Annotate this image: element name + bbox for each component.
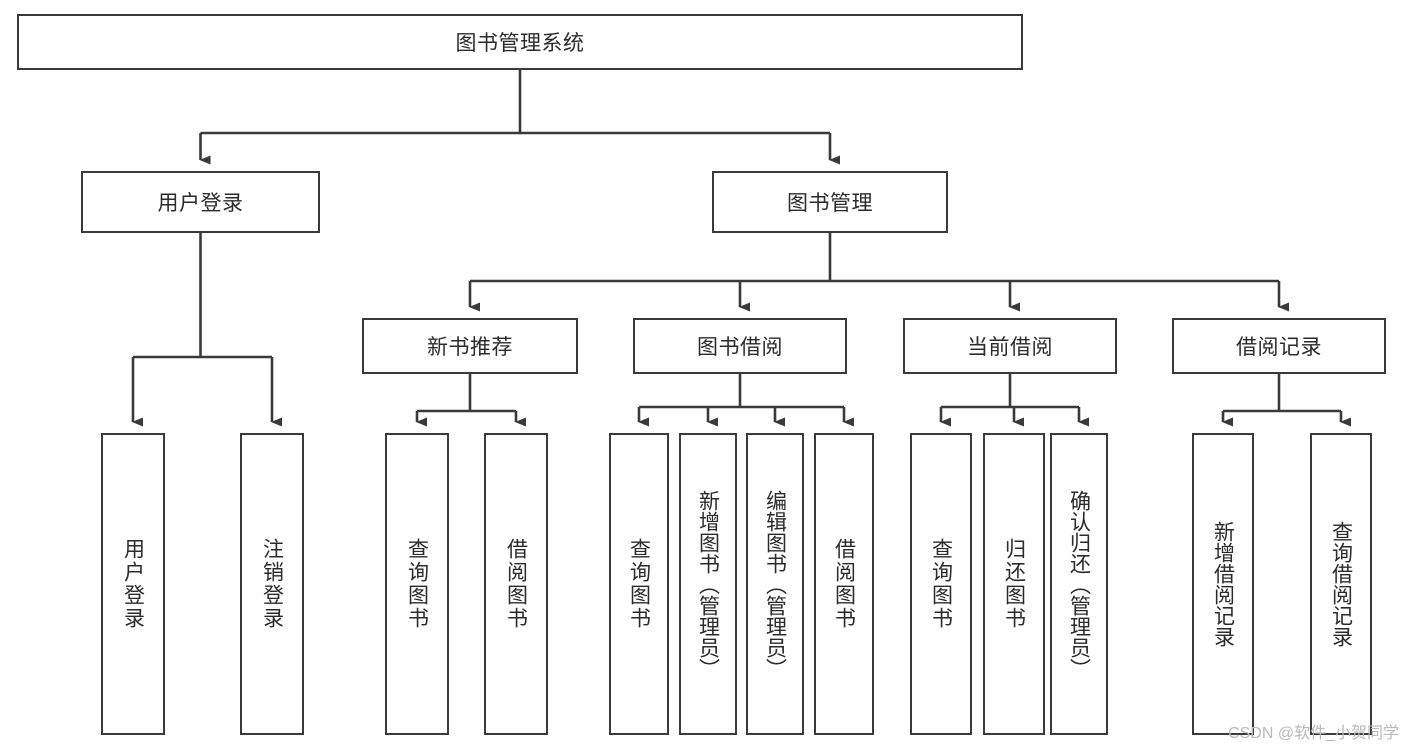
csdn-watermark: CSDN @软件_小贺同学 [1228, 725, 1399, 742]
node-label: 借阅记录 [1236, 336, 1322, 359]
node-leaf-10[interactable]: 归还图书 [983, 433, 1045, 735]
node-label: 查询借阅记录 [1329, 521, 1353, 647]
node-root[interactable]: 图书管理系统 [17, 14, 1023, 70]
node-leaf-9[interactable]: 查询图书 [910, 433, 972, 735]
node-leaf-11[interactable]: 确认归还（管理员） [1050, 433, 1108, 735]
node-label: 查询图书 [929, 538, 953, 630]
node-leaf-13[interactable]: 查询借阅记录 [1310, 433, 1372, 735]
node-label: 图书管理系统 [455, 32, 585, 55]
node-label: 新书推荐 [427, 336, 513, 359]
node-label: 用户登录 [121, 538, 145, 630]
node-label: 查询图书 [627, 538, 651, 630]
node-label: 借阅图书 [832, 538, 856, 630]
node-record[interactable]: 借阅记录 [1172, 318, 1386, 374]
node-label: 图书管理 [787, 192, 873, 215]
node-login[interactable]: 用户登录 [81, 171, 320, 233]
node-label: 查询图书 [405, 538, 429, 630]
node-leaf-7[interactable]: 编辑图书（管理员） [746, 433, 804, 735]
node-label: 确认归还（管理员） [1067, 489, 1091, 679]
node-label: 图书借阅 [697, 336, 783, 359]
node-leaf-6[interactable]: 新增图书（管理员） [679, 433, 737, 735]
node-label: 新增图书（管理员） [696, 489, 720, 679]
node-label: 用户登录 [157, 192, 244, 215]
node-label: 当前借阅 [967, 336, 1053, 359]
node-current[interactable]: 当前借阅 [903, 318, 1117, 374]
node-leaf-2[interactable]: 注销登录 [240, 433, 304, 735]
node-leaf-1[interactable]: 用户登录 [101, 433, 165, 735]
node-label: 新增借阅记录 [1211, 521, 1235, 647]
node-label: 注销登录 [260, 538, 284, 630]
node-label: 借阅图书 [504, 538, 528, 630]
node-leaf-12[interactable]: 新增借阅记录 [1192, 433, 1254, 735]
node-bookmgmt[interactable]: 图书管理 [712, 171, 948, 233]
node-leaf-4[interactable]: 借阅图书 [484, 433, 548, 735]
node-label: 归还图书 [1002, 538, 1026, 630]
node-leaf-5[interactable]: 查询图书 [609, 433, 669, 735]
node-borrow[interactable]: 图书借阅 [633, 318, 847, 374]
node-leaf-8[interactable]: 借阅图书 [814, 433, 874, 735]
node-newbook[interactable]: 新书推荐 [362, 318, 578, 374]
node-leaf-3[interactable]: 查询图书 [385, 433, 449, 735]
node-label: 编辑图书（管理员） [763, 489, 787, 679]
